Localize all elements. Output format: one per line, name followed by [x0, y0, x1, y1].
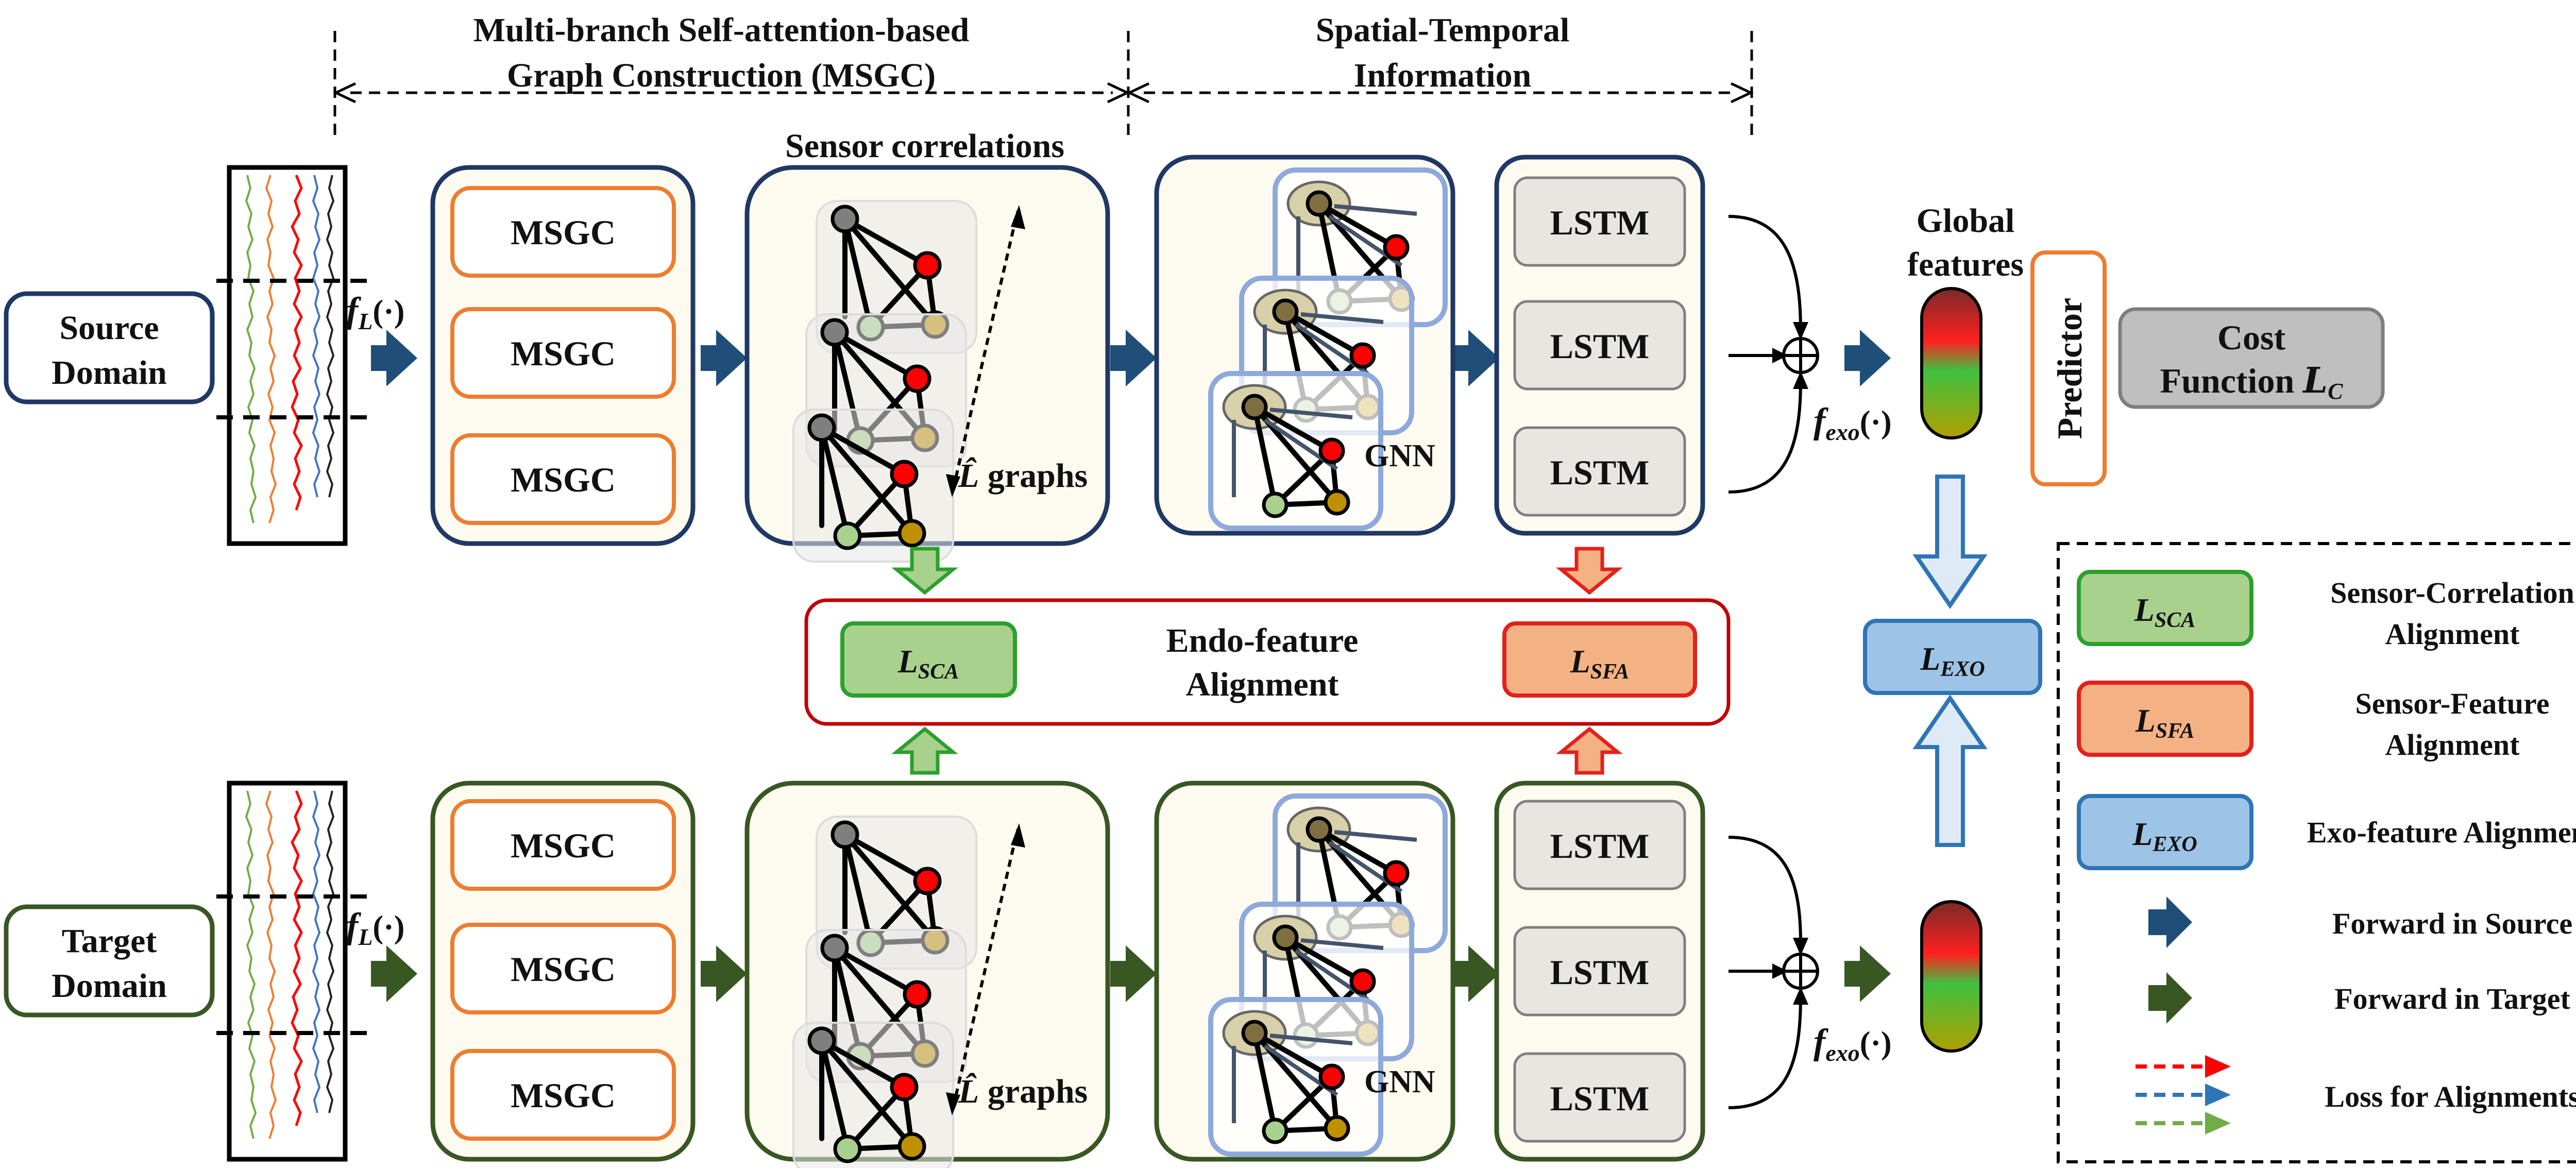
global-features-line1: Global: [1917, 202, 2015, 240]
target-correlation-panel: L̂ graphs: [744, 781, 1110, 1168]
svg-text:fexo(·): fexo(·): [1814, 1022, 1892, 1066]
source-msgc-panel: MSGC MSGC MSGC: [430, 165, 696, 546]
svg-text:Sensor-Correlation: Sensor-Correlation: [2330, 576, 2574, 610]
svg-text:MSGC: MSGC: [511, 1076, 616, 1115]
svg-text:Alignment: Alignment: [1186, 666, 1339, 703]
svg-text:Sensor-Feature: Sensor-Feature: [2355, 687, 2550, 720]
svg-text:Exo-feature Alignment: Exo-feature Alignment: [2307, 816, 2576, 849]
svg-text:LSTM: LSTM: [1550, 953, 1650, 992]
msgc-header-line1: Multi-branch Self-attention-based: [473, 11, 969, 49]
st-header-line2: Information: [1354, 57, 1532, 94]
svg-text:Loss for Alignments: Loss for Alignments: [2325, 1080, 2576, 1113]
target-msgc-panel: MSGC MSGC MSGC: [430, 781, 696, 1162]
target-lstm-panel: LSTM LSTM LSTM: [1494, 781, 1705, 1162]
header-dimension-lines: [333, 31, 1754, 137]
source-lstm-panel: LSTM LSTM LSTM: [1494, 155, 1705, 536]
source-gnn-panel: GNN: [1154, 155, 1455, 536]
svg-text:Forward in Source: Forward in Source: [2332, 907, 2572, 940]
cost-function-box: Cost Function LC: [2118, 307, 2385, 409]
svg-text:Alignment: Alignment: [2385, 728, 2520, 761]
msgc-header-line2: Graph Construction (MSGC): [507, 57, 936, 94]
svg-text:Source: Source: [59, 309, 159, 347]
svg-text:LSCA: LSCA: [897, 643, 959, 684]
target-domain-box: Target Domain: [4, 904, 215, 1018]
alignment-down-up-arrows: [891, 547, 1623, 775]
target-global-feature-bar: [1920, 900, 1982, 1053]
svg-text:LEXO: LEXO: [1920, 640, 1985, 681]
source-domain-box: Source Domain: [4, 291, 215, 404]
svg-text:Forward in Target: Forward in Target: [2334, 982, 2570, 1015]
exo-alignment-arrows: [1912, 475, 1988, 847]
svg-text:LSTM: LSTM: [1550, 1079, 1650, 1118]
svg-text:LSFA: LSFA: [1570, 643, 1630, 684]
svg-text:L̂ graphs: L̂ graphs: [958, 457, 1088, 495]
svg-text:Alignment: Alignment: [2385, 617, 2520, 651]
predictor-box: Predictor: [2030, 250, 2107, 486]
svg-text:LSTM: LSTM: [1550, 826, 1650, 866]
target-forward-arrows: [371, 945, 1891, 1002]
svg-text:L̂ graphs: L̂ graphs: [958, 1073, 1088, 1110]
svg-text:LEXO: LEXO: [2132, 816, 2197, 856]
svg-text:GNN: GNN: [1364, 438, 1435, 473]
svg-text:LSTM: LSTM: [1550, 327, 1650, 366]
target-sensor-signals: [216, 781, 371, 1162]
svg-text:Function LC: Function LC: [2160, 360, 2344, 404]
svg-text:Cost: Cost: [2217, 318, 2286, 357]
svg-text:MSGC: MSGC: [511, 213, 616, 252]
source-aggregation: [1728, 215, 1819, 494]
global-features-line2: features: [1907, 246, 2024, 283]
target-fexo-label: fexo(·): [1814, 1022, 1892, 1066]
svg-text:Target: Target: [62, 922, 157, 960]
source-global-feature-bar: [1920, 287, 1982, 439]
svg-text:Domain: Domain: [52, 967, 167, 1005]
target-aggregation: [1728, 836, 1819, 1109]
svg-text:Domain: Domain: [52, 354, 167, 392]
exo-alignment-box: LEXO: [1863, 619, 2042, 695]
sensor-correlations-title: Sensor correlations: [785, 127, 1064, 165]
source-fl-label: fL(·): [346, 291, 404, 334]
svg-text:fL(·): fL(·): [346, 291, 404, 334]
svg-text:LSTM: LSTM: [1550, 453, 1650, 492]
source-fexo-label: fexo(·): [1814, 401, 1892, 445]
svg-text:Endo-feature: Endo-feature: [1166, 622, 1359, 659]
st-header-line1: Spatial-Temporal: [1316, 11, 1570, 49]
source-correlation-panel: L̂ graphs: [744, 165, 1110, 562]
legend: LSCA Sensor-Correlation Alignment LSFA S…: [2057, 542, 2576, 1163]
source-forward-arrows: [371, 330, 1891, 386]
target-gnn-panel: GNN: [1154, 781, 1455, 1162]
svg-text:MSGC: MSGC: [511, 334, 616, 373]
endo-feature-alignment-box: LSCA Endo-feature Alignment LSFA: [804, 598, 1731, 726]
svg-text:MSGC: MSGC: [511, 826, 616, 865]
svg-text:Predictor: Predictor: [2050, 298, 2089, 439]
svg-text:LSFA: LSFA: [2135, 702, 2195, 743]
svg-text:LSCA: LSCA: [2134, 591, 2195, 632]
svg-text:LSTM: LSTM: [1550, 203, 1650, 242]
svg-text:MSGC: MSGC: [511, 460, 616, 499]
svg-text:fL(·): fL(·): [346, 906, 404, 950]
target-fl-label: fL(·): [346, 906, 404, 950]
svg-text:MSGC: MSGC: [511, 950, 616, 989]
svg-text:fexo(·): fexo(·): [1814, 401, 1892, 445]
source-sensor-signals: [216, 165, 371, 546]
svg-text:GNN: GNN: [1364, 1064, 1435, 1099]
